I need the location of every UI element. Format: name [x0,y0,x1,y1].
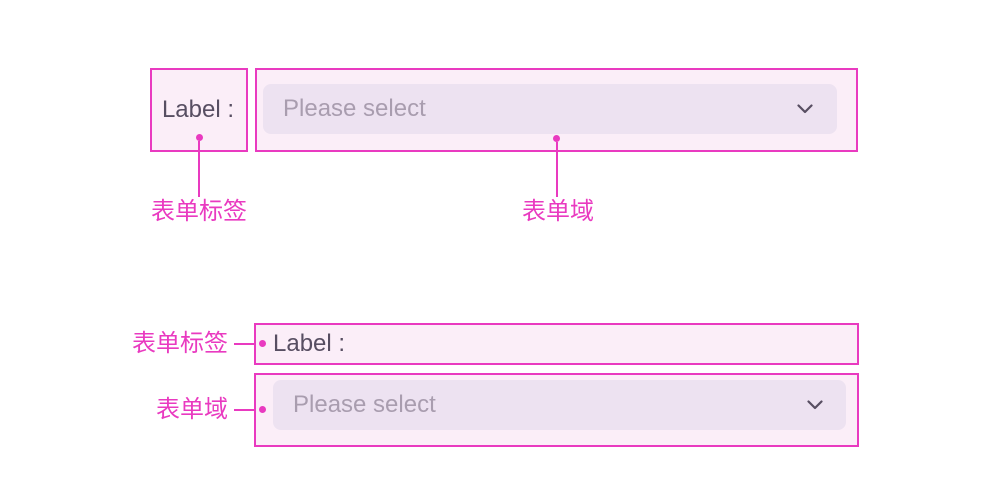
chevron-down-icon [807,400,823,410]
chevron-down-icon [797,104,813,114]
callout-dot [259,340,266,347]
vertical-form-field-box: Please select [254,373,859,447]
vertical-form-label-box: Label : [254,323,859,365]
select-input[interactable]: Please select [263,84,837,134]
form-label-text: Label : [161,96,234,123]
callout-line [234,409,254,411]
callout-line [234,343,254,345]
callout-line [198,141,200,197]
form-label-text: Label : [273,330,346,357]
annotation-form-label: 表单标签 [151,198,247,225]
annotation-form-field: 表单域 [156,396,228,423]
callout-line [556,142,558,197]
callout-dot [259,406,266,413]
select-input[interactable]: Please select [273,380,846,430]
select-placeholder: Please select [293,391,436,418]
select-placeholder: Please select [283,95,426,122]
annotation-form-field: 表单域 [522,198,594,225]
callout-dot [196,134,203,141]
callout-dot [553,135,560,142]
annotation-form-label: 表单标签 [132,330,228,357]
